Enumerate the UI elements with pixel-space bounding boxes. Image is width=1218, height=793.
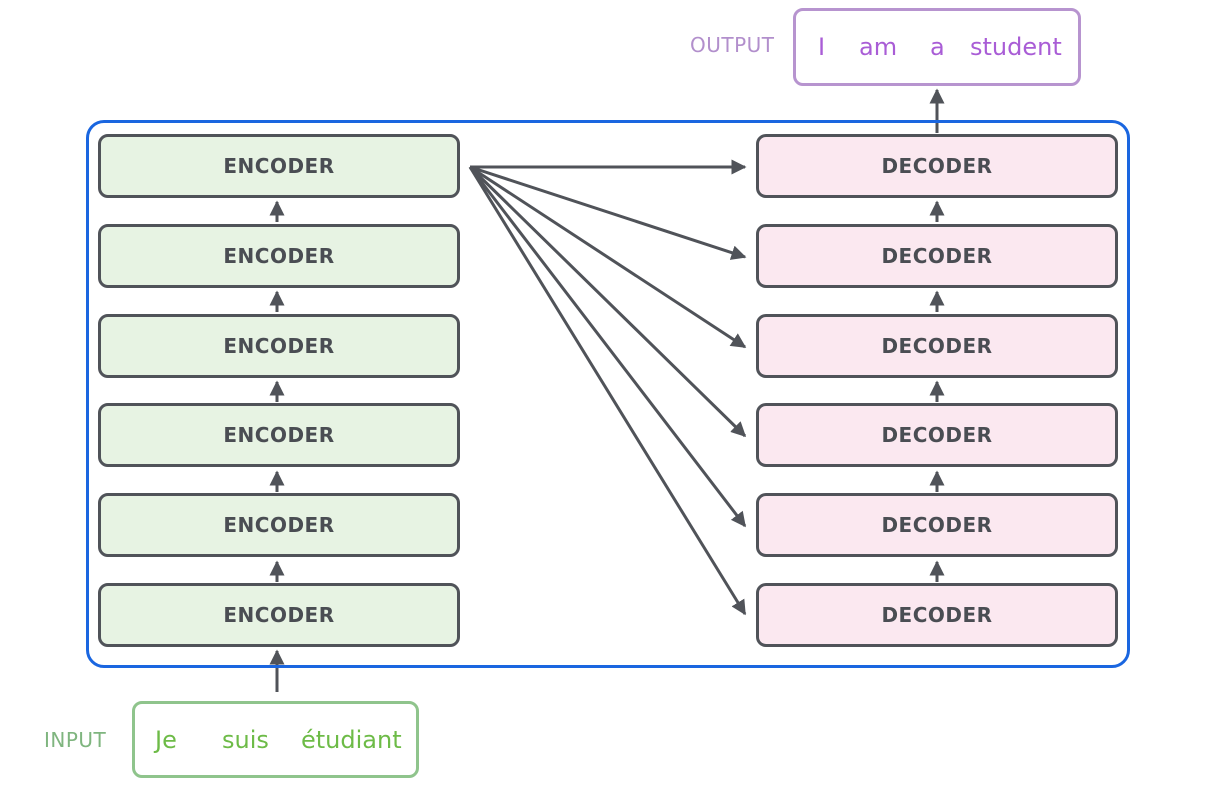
encoder-block-1: ENCODER [98,583,460,647]
output-box: I am a student [793,8,1081,86]
output-token: student [970,33,1062,61]
encoder-decoder-arrow [468,166,747,616]
encoder-decoder-arrow [468,165,747,438]
output-token: I [818,33,826,61]
output-token: a [930,33,945,61]
output-token: am [859,33,898,61]
decoder-block-4: DECODER [756,314,1118,378]
model-container [86,120,1130,668]
input-token: étudiant [301,725,402,754]
input-label: INPUT [44,728,107,752]
decoder-block-1: DECODER [756,583,1118,647]
encoder-block-2: ENCODER [98,493,460,557]
encoder-decoder-arrow [469,165,747,349]
encoder-block-4: ENCODER [98,314,460,378]
decoder-block-6: DECODER [756,134,1118,198]
decoder-block-5: DECODER [756,224,1118,288]
encoder-block-6: ENCODER [98,134,460,198]
encoder-decoder-arrow [468,166,747,528]
encoder-block-3: ENCODER [98,403,460,467]
encoder-block-5: ENCODER [98,224,460,288]
output-label: OUTPUT [690,33,775,57]
decoder-block-2: DECODER [756,493,1118,557]
decoder-block-3: DECODER [756,403,1118,467]
input-box: Je suis étudiant [132,701,419,778]
input-token: Je [155,725,177,754]
input-token: suis [222,725,269,754]
encoder-decoder-arrow [469,165,747,260]
